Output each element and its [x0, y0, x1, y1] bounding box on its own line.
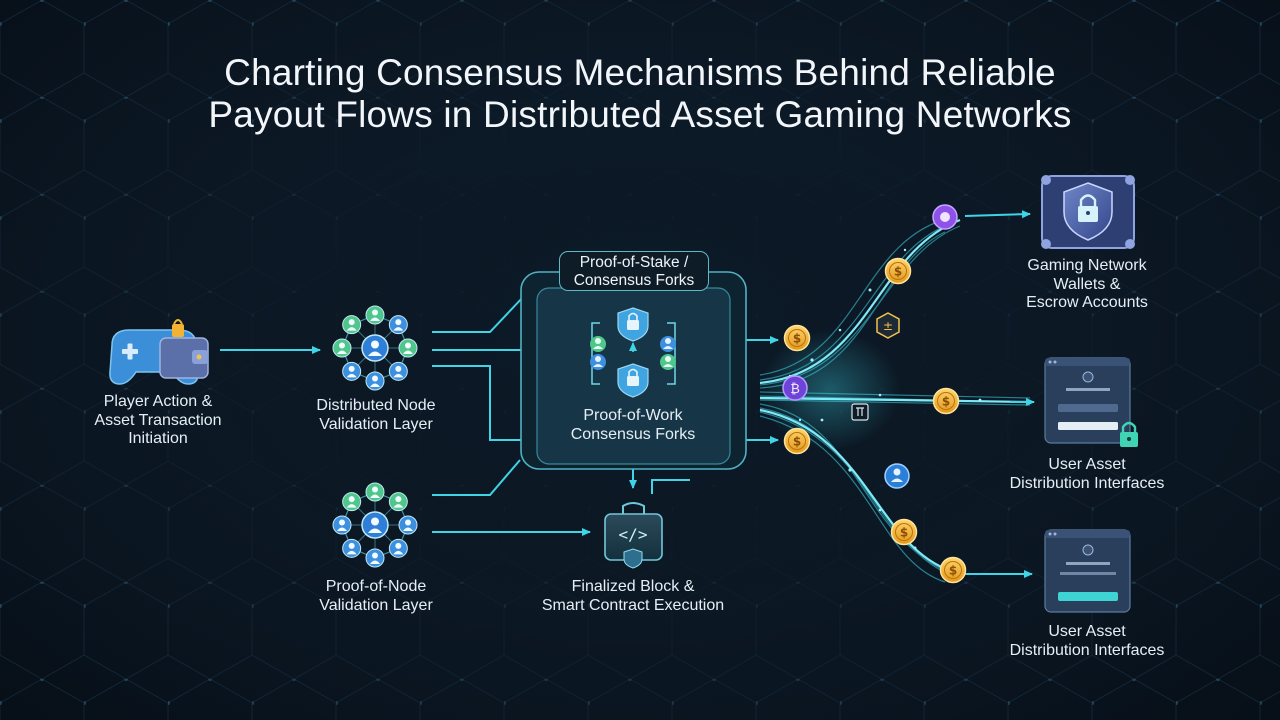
coin-icon: $ — [783, 427, 811, 455]
svg-text:₿: ₿ — [790, 382, 800, 397]
svg-text:$: $ — [894, 265, 902, 279]
label-line: Finalized Block & — [571, 578, 695, 595]
network-node — [398, 338, 418, 358]
network-hub-node — [361, 334, 389, 362]
user-badge-icon — [884, 463, 910, 489]
label-line: Wallets & — [1053, 275, 1121, 293]
line-finalized-to-consensus — [651, 479, 690, 494]
page-title: Charting Consensus Mechanisms Behind Rel… — [90, 52, 1190, 136]
line-pon-to-consensus — [432, 459, 521, 496]
network-node — [365, 371, 385, 391]
network-node — [332, 515, 352, 535]
label-line: Distribution Interfaces — [1009, 474, 1165, 492]
distributed-node-network-icon — [332, 305, 418, 391]
svg-text:±: ± — [883, 319, 893, 333]
label-line: Distribution Interfaces — [1009, 641, 1165, 659]
network-node — [342, 361, 362, 381]
network-node — [388, 361, 408, 381]
network-node — [388, 315, 408, 335]
coin-icon: $ — [939, 556, 967, 584]
distribution-interface-label-2: User Asset Distribution Interfaces — [992, 623, 1182, 660]
proof-of-stake-label: Proof-of-Stake / Consensus Forks — [559, 251, 709, 291]
label-line: Smart Contract Execution — [541, 596, 725, 614]
coins-layer: $ $ $ $ $ $ — [783, 257, 967, 584]
connectors — [220, 294, 779, 536]
title-line-1: Charting Consensus Mechanisms Behind Rel… — [224, 52, 1056, 93]
label-line: Consensus Forks — [570, 425, 696, 443]
player-action-label: Player Action & Asset Transaction Initia… — [72, 393, 244, 449]
network-node — [332, 338, 352, 358]
svg-text:$: $ — [942, 395, 950, 409]
line-nodes-top-branch — [432, 294, 526, 333]
gamepad-wallet-icon — [109, 319, 209, 385]
coin-icon: $ — [890, 518, 918, 546]
label-line: Proof-of-Node — [325, 578, 427, 595]
label-line: User Asset — [1048, 623, 1126, 640]
interface-panel-icon — [1044, 357, 1138, 447]
network-node — [365, 482, 385, 502]
label-line: Player Action & — [103, 393, 213, 410]
token-hex-icon: ± — [876, 312, 900, 339]
distribution-interface-label-1: User Asset Distribution Interfaces — [992, 456, 1182, 493]
svg-text:$: $ — [949, 564, 957, 578]
svg-text:$: $ — [900, 526, 908, 540]
network-node — [342, 538, 362, 558]
validator-node-icon — [590, 336, 676, 370]
wallets-label: Gaming Network Wallets & Escrow Accounts — [1002, 257, 1172, 313]
coin-icon: $ — [783, 324, 811, 352]
svg-text:$: $ — [793, 435, 801, 449]
label-line: Proof-of-Stake / — [579, 254, 689, 271]
shield-lock-icon — [1041, 175, 1135, 249]
label-line: Gaming Network — [1027, 257, 1147, 274]
label-line: Escrow Accounts — [1026, 294, 1148, 311]
proof-of-work-label: Proof-of-Work Consensus Forks — [548, 407, 718, 444]
label-line: User Asset — [1048, 456, 1126, 473]
proof-of-node-network-icon — [332, 482, 418, 568]
interface-panel-icon — [1044, 529, 1131, 613]
network-node — [342, 315, 362, 335]
coin-icon: $ — [884, 257, 912, 285]
network-node — [398, 515, 418, 535]
network-node — [342, 492, 362, 512]
distributed-node-label: Distributed Node Validation Layer — [286, 397, 466, 434]
label-line: Validation Layer — [319, 415, 433, 433]
network-hub-node — [361, 511, 389, 539]
network-node — [388, 492, 408, 512]
network-node — [365, 548, 385, 568]
code-briefcase-icon: </> — [604, 502, 663, 569]
crypto-badge-icon: ₿ — [782, 204, 958, 401]
label-line: Validation Layer — [319, 596, 433, 614]
finalized-block-label: Finalized Block & Smart Contract Executi… — [520, 578, 746, 615]
lock-icon — [617, 363, 649, 398]
network-node — [365, 305, 385, 325]
label-line: Distributed Node — [316, 397, 436, 414]
line-nodes-bottom-branch — [432, 365, 522, 441]
proof-of-node-label: Proof-of-Node Validation Layer — [286, 578, 466, 615]
lock-icon — [617, 307, 649, 342]
label-line: Proof-of-Work — [583, 407, 683, 424]
coin-icon: $ — [932, 387, 960, 415]
block-chip-icon — [851, 403, 869, 421]
label-line: Asset Transaction — [94, 411, 222, 429]
svg-text:$: $ — [793, 332, 801, 346]
network-node — [388, 538, 408, 558]
label-line: Consensus Forks — [573, 272, 695, 289]
title-line-2: Payout Flows in Distributed Asset Gaming… — [208, 94, 1072, 135]
svg-text:</>: </> — [619, 525, 648, 544]
label-line: Initiation — [128, 430, 188, 447]
